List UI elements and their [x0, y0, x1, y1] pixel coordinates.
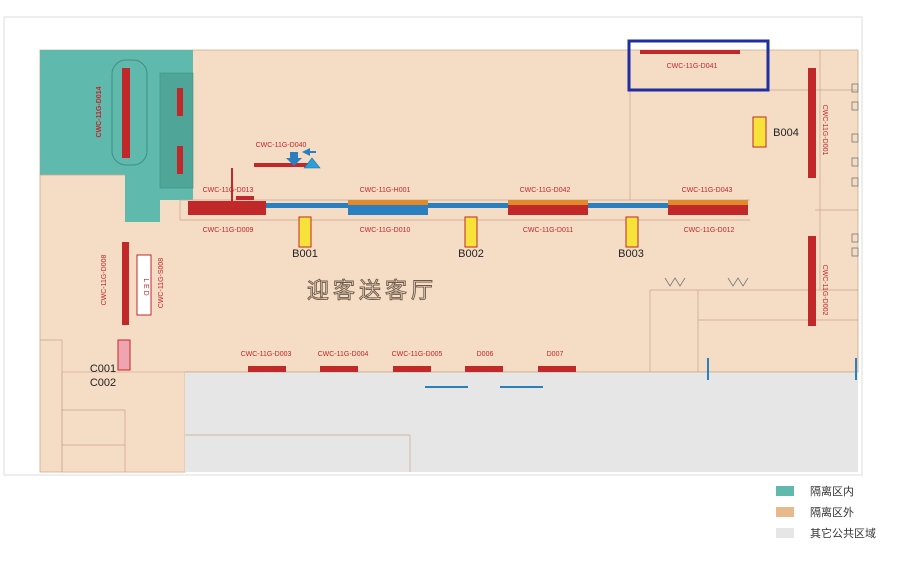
- label-d013: CWC-11G-D013: [203, 187, 254, 194]
- label-d007: D007: [547, 351, 564, 358]
- zone-public: [185, 372, 858, 472]
- triangle-icon: [303, 157, 321, 169]
- legend-label-inside: 隔离区内: [810, 485, 854, 498]
- label-b004: B004: [773, 127, 799, 139]
- label-d040: CWC-11G-D040: [256, 142, 307, 149]
- bottom-gate-symbols: [425, 358, 857, 388]
- c001-device: [117, 339, 131, 371]
- inside-small-room: [159, 72, 194, 189]
- legend-item-outside: 隔离区外: [776, 501, 876, 522]
- gate-symbols: [664, 83, 859, 287]
- label-h001: CWC-11G-H001: [360, 187, 411, 194]
- conveyor-belt: [190, 203, 748, 208]
- arrow-down-icon: [286, 152, 302, 166]
- inside-oval-track: [111, 59, 148, 166]
- label-c002: C002: [90, 377, 116, 389]
- legend-swatch-inside: [776, 485, 794, 496]
- hall-name: 迎客送客厅: [307, 279, 437, 304]
- booths: [298, 116, 767, 248]
- label-d005: CWC-11G-D005: [392, 351, 443, 358]
- door-bars: [122, 50, 816, 372]
- label-b001: B001: [292, 248, 318, 260]
- legend-swatch-outside: [776, 506, 794, 517]
- label-d043: CWC-11G-D043: [682, 187, 733, 194]
- label-s008: CWC-11G-S008: [158, 258, 165, 309]
- label-d008: CWC-11G-D008: [101, 254, 108, 305]
- legend-swatch-public: [776, 527, 794, 538]
- legend-item-public: 其它公共区域: [776, 522, 876, 543]
- label-d003: CWC-11G-D003: [241, 351, 292, 358]
- highlight-box-d041: [627, 39, 770, 92]
- label-d006: D006: [477, 351, 494, 358]
- label-b003: B003: [618, 248, 644, 260]
- label-d014: CWC-11G-D014: [96, 86, 103, 137]
- map-legend: 隔离区内 隔离区外 其它公共区域: [776, 480, 876, 543]
- label-led: L E D: [142, 278, 149, 295]
- label-b002: B002: [458, 248, 484, 260]
- arrow-left-icon: [302, 148, 316, 156]
- label-c001: C001: [90, 363, 116, 375]
- zone-inside-isolation: [40, 50, 193, 222]
- label-d009: CWC-11G-D009: [203, 227, 254, 234]
- label-d011: CWC-11G-D011: [523, 227, 573, 234]
- label-d001: CWC-11G-D001: [821, 105, 828, 156]
- label-d002: CWC-11G-D002: [821, 265, 828, 316]
- label-d041: CWC-11G-D041: [667, 63, 718, 70]
- led-screen: [136, 254, 152, 316]
- legend-label-outside: 隔离区外: [810, 506, 854, 519]
- label-d010: CWC-11G-D010: [360, 227, 411, 234]
- legend-item-inside: 隔离区内: [776, 480, 876, 501]
- zone-outside-lower-left: [61, 371, 186, 473]
- label-d042: CWC-11G-D042: [520, 187, 571, 194]
- label-d004: CWC-11G-D004: [318, 351, 369, 358]
- legend-label-public: 其它公共区域: [810, 527, 876, 540]
- label-d012: CWC-11G-D012: [684, 227, 735, 234]
